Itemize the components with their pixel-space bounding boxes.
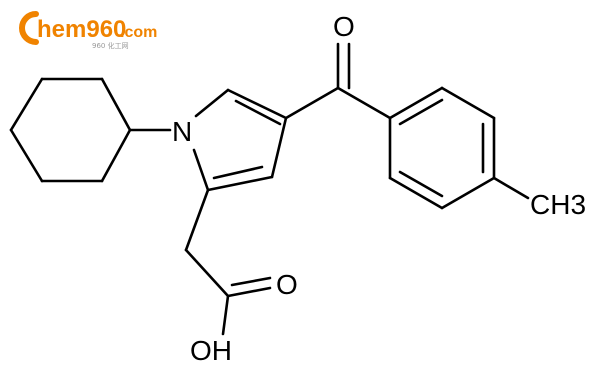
- logo-tld: .com: [120, 24, 157, 41]
- logo-c-mark: [19, 11, 39, 45]
- acetic-acid-group: [184, 188, 272, 336]
- bond: [226, 88, 288, 120]
- bond: [212, 165, 264, 180]
- bond: [184, 248, 230, 298]
- atom-methyl-label: CH3: [530, 189, 586, 220]
- atom-ketone-oxygen-label: O: [333, 11, 355, 42]
- bond: [398, 98, 444, 126]
- bond: [388, 176, 444, 210]
- atom-hydroxyl-label: OH: [190, 335, 232, 366]
- bond-methyl: [492, 176, 530, 200]
- atom-nitrogen-label: N: [172, 116, 192, 147]
- bond: [184, 188, 210, 252]
- bond: [336, 86, 392, 120]
- bond: [230, 276, 272, 287]
- logo-wordmark: hem960: [37, 16, 126, 43]
- bond: [100, 128, 132, 183]
- bond: [9, 128, 44, 183]
- bond: [398, 170, 444, 198]
- bond: [192, 148, 210, 192]
- atom-acid-oxygen-label: O: [276, 269, 298, 300]
- pyrrole-ring: [192, 88, 288, 192]
- bond: [440, 86, 496, 120]
- cyclohexyl-ring: [9, 77, 132, 183]
- bond: [440, 176, 496, 210]
- bond: [284, 86, 340, 120]
- bond: [206, 175, 274, 192]
- bond: [100, 77, 132, 132]
- logo-subtitle: 960 化工网: [92, 41, 129, 50]
- tolyl-ring: [388, 86, 496, 210]
- ketone-group: [284, 42, 392, 120]
- bond: [221, 294, 230, 336]
- bond: [194, 88, 230, 118]
- bond: [234, 99, 282, 126]
- bond: [9, 77, 44, 132]
- chem960-logo: hem960 .com 960 化工网: [19, 11, 157, 50]
- bond: [226, 286, 272, 298]
- bond: [270, 116, 288, 179]
- bond: [388, 86, 444, 120]
